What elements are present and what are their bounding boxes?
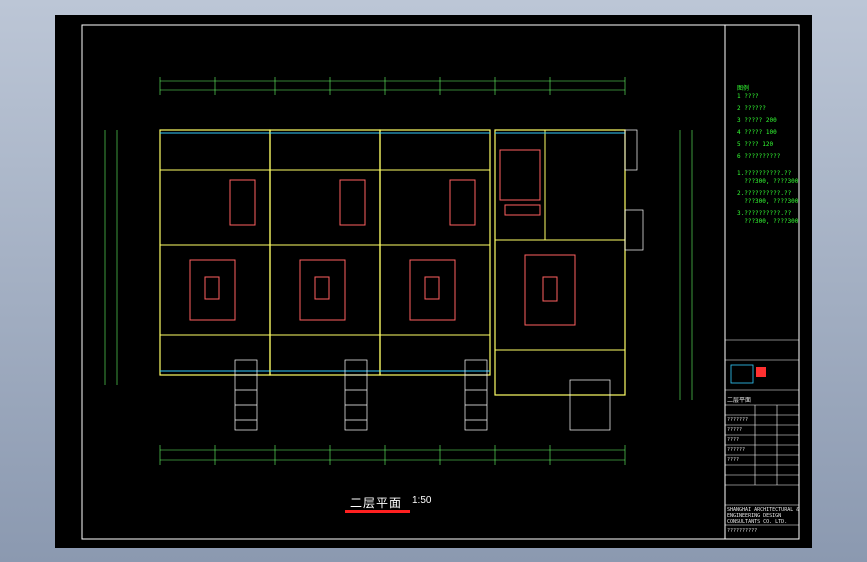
drawing-sheet <box>81 24 800 540</box>
tb-drawing-name: 二层平面 <box>727 397 752 404</box>
legend-item-3: 3 ????? 200 <box>737 117 777 124</box>
legend-item-1: 1 ???? <box>737 93 759 100</box>
legend-note-4: ???300, ????300 <box>737 198 799 205</box>
key-plan-highlight <box>756 367 766 377</box>
tb-row-3: ???? <box>727 437 740 443</box>
legend-item-6: 6 ?????????? <box>737 153 781 160</box>
tb-row-5: ???? <box>727 457 740 463</box>
plan-title: 二层平面 <box>350 496 403 510</box>
entry-stairs <box>234 359 611 431</box>
legend-note-2: ???300, ????300 <box>737 178 799 185</box>
tb-company-3: CONSULTANTS CO. LTD. <box>727 519 788 525</box>
drawing-border <box>81 24 726 540</box>
unit-4 <box>494 129 626 396</box>
right-annex <box>624 129 644 251</box>
tb-company-2: ENGINEERING DESIGN <box>727 513 782 519</box>
legend-item-2: 2 ?????? <box>737 105 766 112</box>
plan-scale: 1:50 <box>412 495 432 506</box>
legend-note-1: 1.??????????.?? <box>737 170 792 177</box>
legend-item-4: 4 ????? 100 <box>737 129 777 136</box>
legend-note-3: 2.??????????.?? <box>737 190 792 197</box>
tb-footer: ?????????? <box>727 528 758 534</box>
plan-title-underline <box>345 510 410 513</box>
tb-row-2: ????? <box>727 427 743 433</box>
unit-3 <box>379 129 491 376</box>
legend-note-5: 3.??????????.?? <box>737 210 792 217</box>
title-block <box>725 339 799 526</box>
unit-2 <box>269 129 381 376</box>
cad-viewport[interactable]: 图例 1 ???? 2 ?????? 3 ????? 200 4 ????? 1… <box>55 15 812 548</box>
tb-row-4: ?????? <box>727 447 746 453</box>
legend-note-6: ???300, ????300 <box>737 218 799 225</box>
legend-header: 图例 <box>737 85 750 92</box>
tb-row-1: ??????? <box>727 417 749 423</box>
dimension-lines <box>104 77 693 465</box>
unit-1 <box>159 129 271 376</box>
tb-company-1: SHANGHAI ARCHITECTURAL & <box>727 507 800 513</box>
legend-item-5: 5 ???? 120 <box>737 141 774 148</box>
key-plan <box>730 364 754 384</box>
